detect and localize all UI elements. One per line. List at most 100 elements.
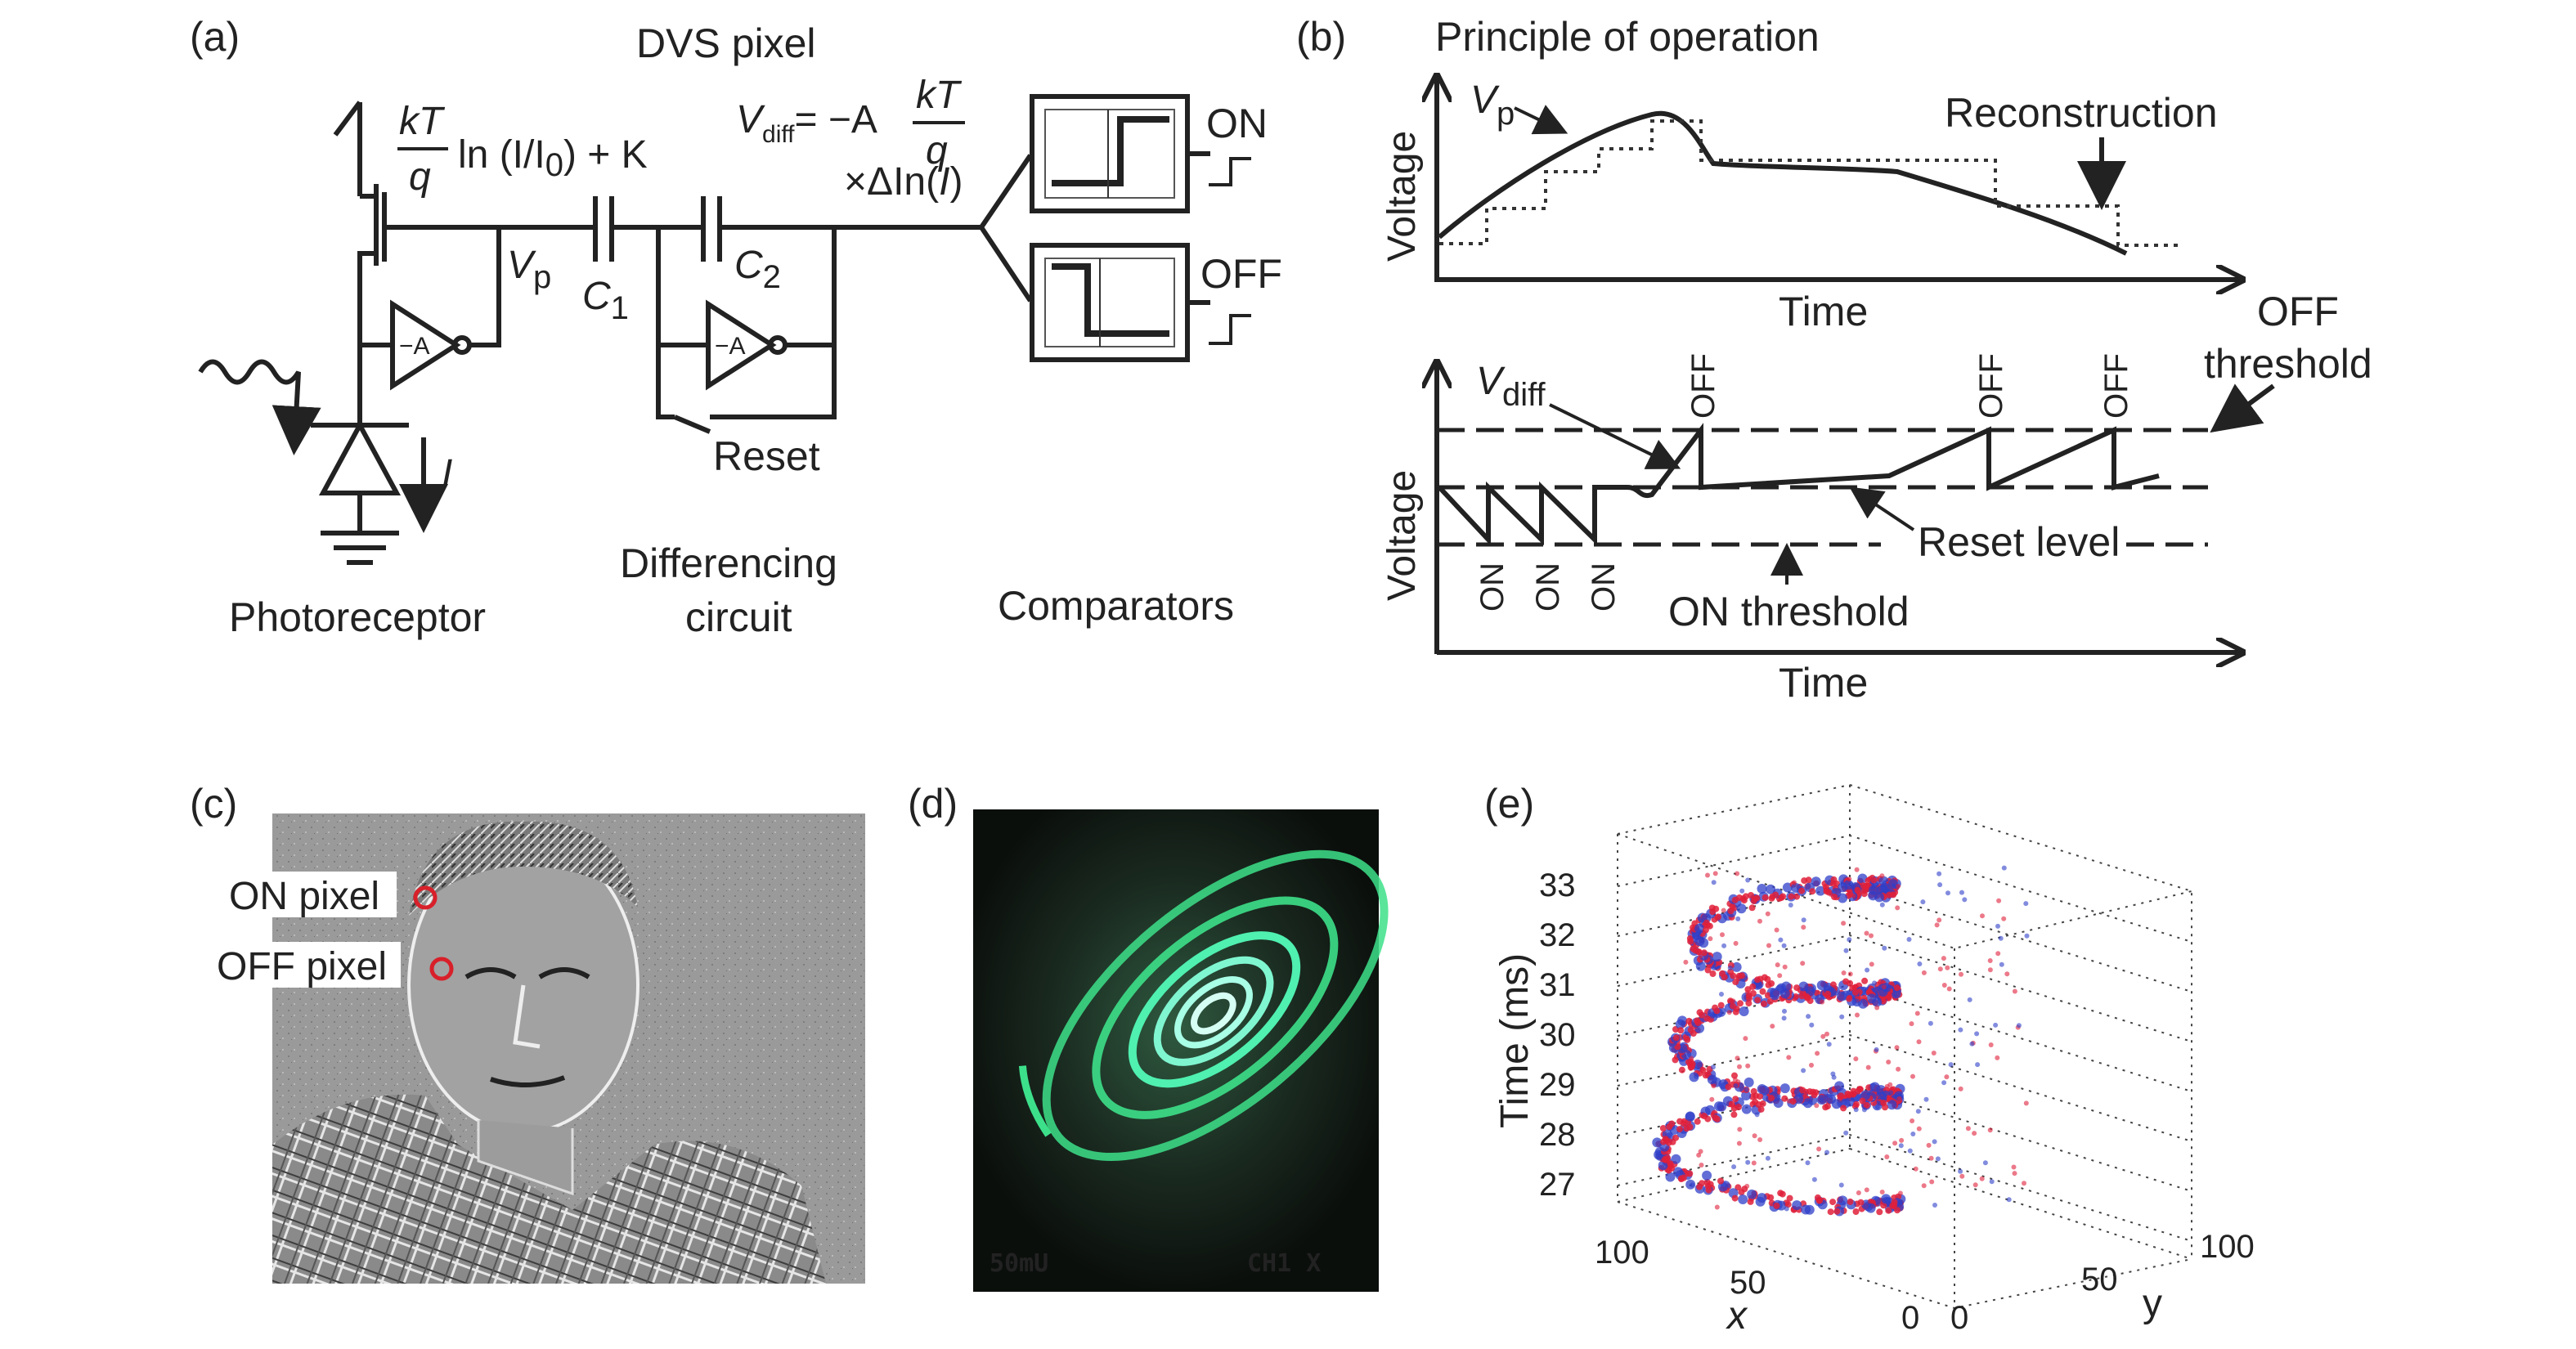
on-event-point bbox=[1664, 1154, 1672, 1162]
noise-event-point bbox=[1876, 1091, 1882, 1097]
noise-event-point bbox=[1869, 961, 1874, 967]
off-output-label: OFF bbox=[1200, 251, 1282, 297]
on-event-point bbox=[1700, 949, 1708, 957]
noise-event-point bbox=[1786, 1098, 1792, 1104]
noise-event-point bbox=[1696, 1152, 1702, 1158]
noise-event-point bbox=[1969, 1041, 1975, 1046]
noise-event-point bbox=[1936, 871, 1942, 876]
noise-event-point bbox=[2024, 933, 2030, 939]
off-pixel-label: OFF pixel bbox=[217, 945, 387, 988]
noise-event-point bbox=[1916, 1039, 1922, 1045]
on-event-point bbox=[1833, 1208, 1841, 1215]
noise-event-point bbox=[1944, 1074, 1950, 1080]
eq-ln-label: ln (I/I0) + K bbox=[458, 133, 648, 183]
noise-event-point bbox=[1959, 1173, 1965, 1179]
on-event-point bbox=[1754, 997, 1761, 1004]
vdiff-delta-term: ×ΔIn(I) bbox=[844, 160, 963, 204]
on-event-point bbox=[1852, 1208, 1860, 1215]
photodiode-symbol bbox=[311, 419, 409, 531]
noise-event-point bbox=[1683, 959, 1689, 965]
time-gridline bbox=[1617, 1083, 2192, 1192]
on-event-point bbox=[1731, 1072, 1738, 1079]
noise-event-point bbox=[1959, 890, 1964, 895]
bottom-plot-ylabel: Voltage bbox=[1380, 470, 1424, 601]
on-event-point bbox=[1709, 970, 1717, 977]
noise-event-point bbox=[1861, 1107, 1867, 1113]
noise-event-point bbox=[1896, 1066, 1901, 1072]
on-event-point bbox=[1742, 893, 1749, 900]
reset-label: Reset bbox=[713, 433, 820, 479]
on-event-point bbox=[1735, 972, 1743, 979]
noise-event-point bbox=[1987, 958, 1993, 963]
off-event-point bbox=[1744, 1077, 1754, 1087]
comparators-label: Comparators bbox=[998, 583, 1234, 629]
x-tick-0: 0 bbox=[1901, 1300, 1919, 1336]
noise-event-point bbox=[1945, 965, 1950, 970]
vdiff-annotation-arrow bbox=[1549, 403, 1681, 469]
x-tick-100: 100 bbox=[1595, 1235, 1649, 1271]
noise-event-point bbox=[1847, 876, 1852, 882]
off-pixel-marker bbox=[429, 957, 454, 981]
on-event-point bbox=[1759, 988, 1766, 995]
noise-event-point bbox=[1895, 905, 1901, 911]
noise-event-point bbox=[1898, 1143, 1904, 1149]
off-event-point bbox=[1878, 987, 1888, 997]
noise-event-point bbox=[1853, 1056, 1859, 1062]
on-event-point bbox=[1824, 990, 1832, 997]
z-tick-27: 27 bbox=[1539, 1167, 1576, 1203]
on-event-point bbox=[1748, 904, 1756, 912]
mouth-edge bbox=[490, 1075, 566, 1087]
noise-event-point bbox=[1907, 1148, 1913, 1154]
off-event-point bbox=[1887, 1100, 1897, 1110]
off-event-point bbox=[1791, 883, 1802, 893]
noise-event-point bbox=[1881, 984, 1887, 990]
noise-event-point bbox=[1855, 998, 1860, 1004]
comparator-feed-wire bbox=[834, 154, 1033, 303]
on-event-point bbox=[1793, 984, 1801, 992]
noise-event-point bbox=[1841, 970, 1847, 975]
noise-event-point bbox=[1751, 1160, 1757, 1166]
noise-event-point bbox=[1843, 948, 1849, 953]
photoreceptor-wire bbox=[357, 311, 391, 425]
vdiff-label: Vdiff= −A bbox=[736, 98, 877, 148]
noise-event-point bbox=[1979, 1176, 1985, 1181]
reset-level-arrow bbox=[1849, 486, 1915, 531]
noise-event-point bbox=[1781, 1015, 1787, 1021]
differencing-loop-wire bbox=[656, 227, 837, 419]
noise-event-point bbox=[1782, 1008, 1787, 1014]
on-event-point bbox=[1699, 1011, 1705, 1019]
on-event-point bbox=[1735, 1104, 1742, 1110]
noise-event-point bbox=[2023, 1100, 2029, 1106]
on-event-point bbox=[1754, 976, 1761, 984]
noise-event-point bbox=[1739, 888, 1745, 894]
time-gridline bbox=[1617, 934, 2192, 1042]
capacitor-c2-symbol bbox=[701, 196, 834, 262]
noise-event-point bbox=[1775, 962, 1780, 968]
noise-event-point bbox=[1690, 1182, 1695, 1188]
panel-b-label: (b) bbox=[1296, 14, 1346, 60]
nose-edge bbox=[513, 984, 541, 1049]
off-event-point bbox=[1866, 993, 1877, 1004]
vdiff-annotation-label: Vdiff bbox=[1476, 360, 1546, 413]
noise-event-point bbox=[1847, 994, 1852, 1000]
noise-event-point bbox=[1689, 1055, 1694, 1061]
noise-event-point bbox=[1816, 1146, 1822, 1152]
noise-event-point bbox=[1801, 1068, 1806, 1073]
box-back-right-wall bbox=[1849, 784, 2192, 1260]
off-comparator-curve bbox=[1052, 263, 1169, 337]
noise-event-point bbox=[1884, 1083, 1890, 1089]
on-event-point bbox=[1799, 1087, 1806, 1094]
noise-event-point bbox=[1945, 890, 1950, 896]
time-gridline bbox=[1617, 1133, 2192, 1242]
noise-event-point bbox=[1920, 899, 1926, 905]
spiral-loop-6 bbox=[1191, 992, 1236, 1035]
off-event-point bbox=[1891, 988, 1901, 999]
noise-event-point bbox=[1896, 884, 1901, 889]
noise-event-point bbox=[1811, 1176, 1817, 1182]
scope-channel-text: CH1 X bbox=[1247, 1249, 1321, 1278]
off-event-point bbox=[1838, 882, 1848, 893]
shirt-region bbox=[272, 1094, 826, 1284]
supply-rail-line bbox=[333, 101, 362, 137]
on-event-point bbox=[1827, 1208, 1834, 1216]
noise-event-point bbox=[1806, 1014, 1811, 1020]
